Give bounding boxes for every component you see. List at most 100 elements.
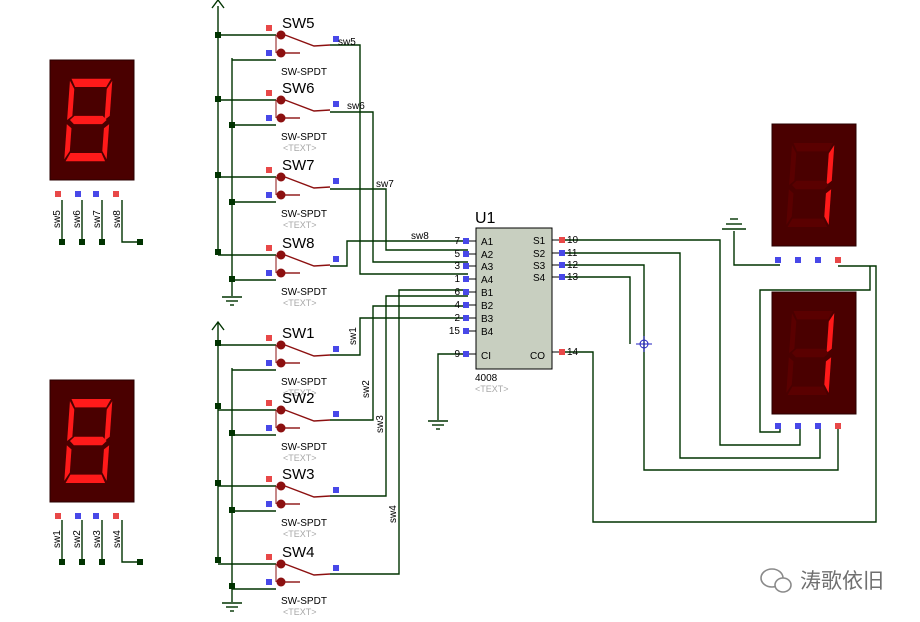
switch-lever[interactable] — [284, 563, 331, 576]
pin-label: B4 — [481, 327, 494, 338]
ground-icon — [722, 218, 746, 230]
switch-contact — [276, 559, 286, 569]
chip-pin-b4: 15 B4 — [449, 326, 494, 338]
switch-lever[interactable] — [284, 176, 331, 189]
pin-state-low — [333, 487, 339, 493]
pin-state-low — [266, 50, 272, 56]
pin-state-low — [559, 274, 565, 280]
switch-contact — [276, 577, 286, 587]
pin-number: 3 — [454, 261, 460, 272]
ground-icon — [222, 296, 242, 306]
net-label-sw8: sw8 — [411, 231, 429, 242]
switch-name: SW7 — [282, 157, 315, 174]
display-pin-marker — [795, 423, 801, 429]
switch-name: SW4 — [282, 544, 315, 561]
pin-label: S3 — [533, 261, 546, 272]
display-pin-label: sw7 — [92, 210, 103, 228]
segment-e — [786, 189, 794, 225]
segment-c — [824, 189, 832, 225]
switch-contact — [276, 499, 286, 509]
segment-b — [104, 401, 113, 442]
segment-c — [102, 445, 110, 481]
switch-text: <TEXT> — [283, 143, 317, 153]
switch-contact — [276, 30, 286, 40]
net-label-sw3: sw3 — [375, 415, 386, 433]
chip-name: U1 — [475, 210, 496, 227]
segment-g — [69, 436, 107, 446]
pin-label: S4 — [533, 273, 546, 284]
switch-type: SW-SPDT — [281, 67, 327, 78]
segment-d — [787, 218, 828, 227]
pin-state-low — [559, 250, 565, 256]
segment-c — [102, 124, 110, 160]
power-symbols — [211, 0, 225, 331]
segment-a — [71, 399, 112, 408]
switch-lever[interactable] — [284, 254, 331, 267]
pin-state-low — [463, 289, 469, 295]
probe-crosshair-icon[interactable] — [636, 336, 652, 352]
pin-state-high — [559, 237, 565, 243]
pin-number: 1 — [454, 274, 460, 285]
display-top-right — [771, 123, 857, 263]
chip-pin-s4: 13 S4 — [533, 272, 579, 284]
segment-g — [791, 348, 829, 358]
pin-label: A4 — [481, 275, 494, 286]
pin-number: 15 — [449, 326, 461, 337]
net-label-sw2: sw2 — [361, 380, 372, 398]
switch-lever[interactable] — [284, 99, 331, 112]
display-pin-label: sw2 — [72, 530, 83, 548]
switch-lever[interactable] — [284, 485, 331, 498]
pin-label: A2 — [481, 250, 494, 261]
display-bottom-left: sw1 sw2 sw3 sw4 — [49, 379, 135, 548]
switch-lever[interactable] — [284, 34, 331, 47]
pin-state-high — [559, 349, 565, 355]
pin-state-low — [266, 270, 272, 276]
segment-d — [65, 153, 106, 162]
chip-body[interactable] — [475, 227, 553, 370]
segment-f — [67, 401, 75, 442]
net-label-sw4: sw4 — [388, 505, 399, 523]
display-pin-marker — [75, 191, 81, 197]
switch-type: SW-SPDT — [281, 518, 327, 529]
display-pin-marker — [835, 423, 841, 429]
pin-state-low — [333, 565, 339, 571]
display-bottom-right — [771, 291, 857, 429]
ground-icon — [428, 420, 448, 430]
display-pin-marker — [815, 257, 821, 263]
segment-a — [793, 311, 834, 320]
ground-symbols — [222, 218, 746, 612]
switch-name: SW5 — [282, 15, 315, 32]
pin-state-low — [559, 262, 565, 268]
pin-number: 4 — [454, 300, 460, 311]
pin-number: 13 — [567, 272, 579, 283]
display-pin-label: sw4 — [112, 530, 123, 548]
display-pin-label: sw3 — [92, 530, 103, 548]
switch-contact — [276, 405, 286, 415]
switch-contact — [276, 358, 286, 368]
pin-state-low — [266, 579, 272, 585]
switch-text: <TEXT> — [283, 529, 317, 539]
switch-lever[interactable] — [284, 344, 331, 357]
pin-label: CI — [481, 351, 491, 362]
net-label-sw6: sw6 — [347, 101, 365, 112]
switch-lever[interactable] — [284, 409, 331, 422]
switch-contact — [276, 95, 286, 105]
switch-name: SW6 — [282, 80, 315, 97]
segment-a — [71, 78, 112, 87]
display-pin-label: sw1 — [52, 530, 63, 548]
display-pin-label: sw6 — [72, 210, 83, 228]
switch-sw4[interactable]: SW4 SW-SPDT<TEXT> sw4 — [218, 505, 399, 617]
chip-pin-a4: 1 A4 — [454, 274, 493, 286]
